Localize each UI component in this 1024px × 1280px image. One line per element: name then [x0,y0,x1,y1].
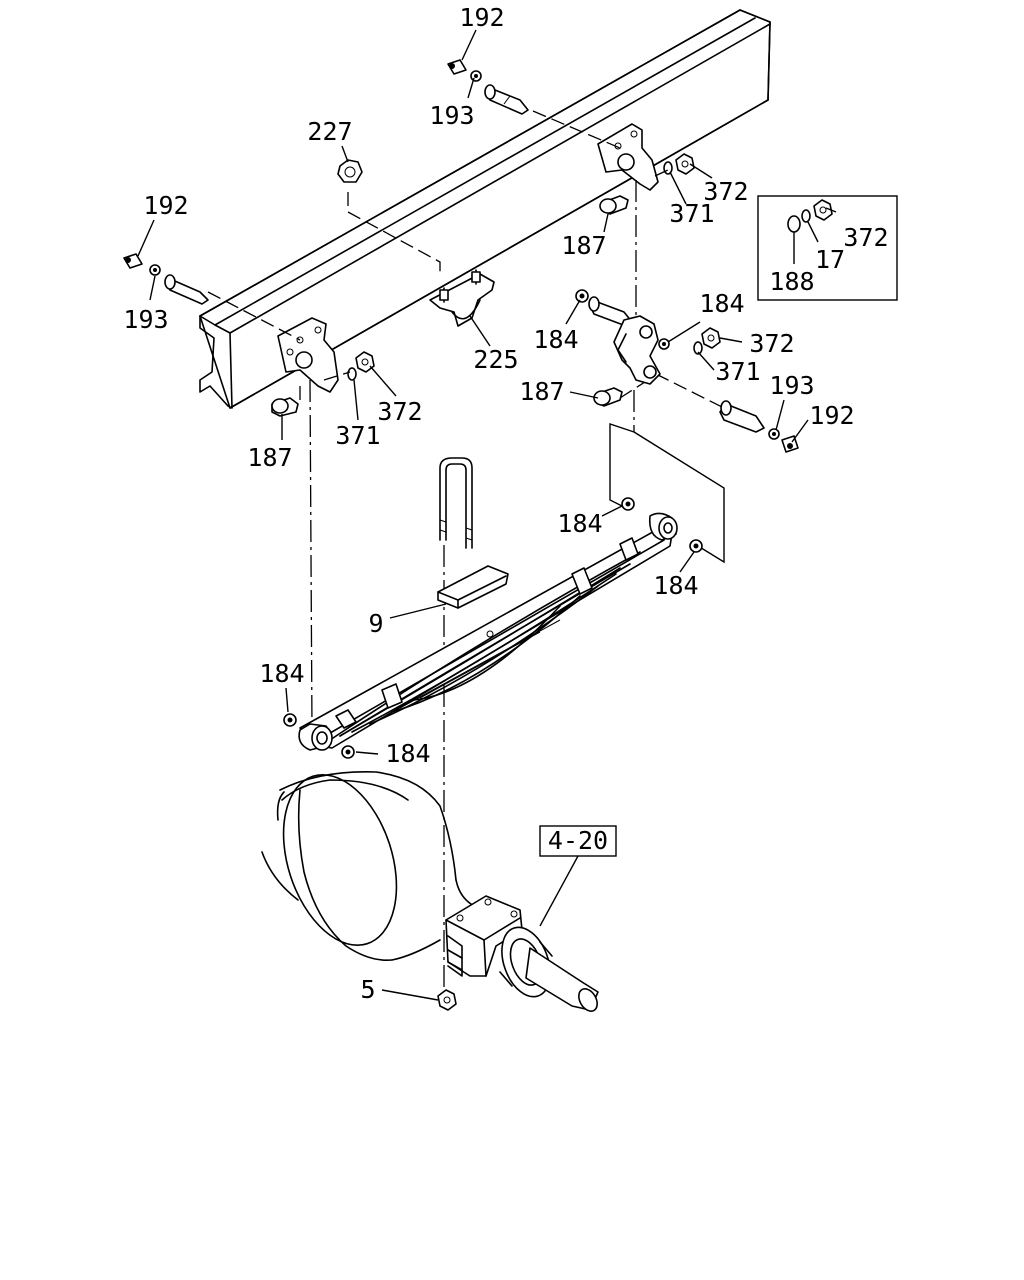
callout-184-front-b: 184 [385,739,430,768]
callout-371-shackle: 371 [715,357,760,386]
shackle-link [613,315,661,385]
washer-184-rear-b [689,539,703,553]
callout-5: 5 [360,975,375,1004]
callout-227: 227 [307,117,352,146]
washer-193-right [768,428,780,440]
washer-184-front-b [341,745,355,759]
front-spring-hanger-bracket [277,317,339,393]
callout-193-top: 193 [429,101,474,130]
inset-callout-17: 17 [815,245,845,274]
washer-184-shackle [658,338,670,350]
grease-nipple-192-left [123,253,143,269]
washer-193-left [149,264,161,276]
callout-193-right: 193 [769,371,814,400]
leaf-spring [298,512,678,751]
inset-callout-372: 372 [843,223,888,252]
rear-shackle-guide [609,423,725,564]
nut-227 [337,159,363,183]
inset-detail [757,195,898,301]
bolt-187-top [599,195,629,215]
section-reference-label: 4-20 [548,826,608,855]
upper-spring-pin [484,84,529,115]
axle-and-tire [261,771,599,1012]
callout-192-right: 192 [809,401,854,430]
callout-372-left: 372 [377,397,422,426]
washer-184-rear-a [621,497,635,511]
washer-193-top [470,70,482,82]
bolt-187-shackle [593,387,623,407]
grease-nipple-192-right [781,435,799,453]
callout-372-shackle: 372 [749,329,794,358]
spring-washer-371-top [663,161,673,175]
callout-187-top: 187 [561,231,606,260]
nut-5 [437,989,457,1011]
callout-187-left: 187 [247,443,292,472]
callout-184-shackle: 184 [699,289,744,318]
front-spring-pin [164,274,209,305]
callout-9: 9 [368,609,383,638]
nut-372-shackle [701,327,721,349]
callout-labels: 192 193 227 372 371 187 192 193 225 184 … [123,3,854,1004]
callout-184-rear-a: 184 [557,509,602,538]
u-bolt [439,457,473,549]
spring-washer-371-shackle [693,341,703,355]
lower-shackle-pin [719,400,765,433]
section-reference-box[interactable]: 4-20 [539,825,617,857]
spring-seat-9 [437,565,509,609]
grease-nipple-192-top [447,59,467,75]
callout-192-left: 192 [143,191,188,220]
callout-371-top: 371 [669,199,714,228]
callout-193-left: 193 [123,305,168,334]
bolt-187-left [271,397,299,417]
callout-184-front-a: 184 [259,659,304,688]
callout-225: 225 [473,345,518,374]
inset-labels: 372 17 188 [769,223,888,296]
washer-184-front-a [283,713,297,727]
washer-184-pin [575,289,589,303]
bump-stopper-225 [429,269,495,327]
spring-washer-371-left [347,367,357,381]
leader-lines [137,29,837,1001]
callout-372-top: 372 [703,177,748,206]
assembly-lines [207,110,725,996]
callout-184-rear-b: 184 [653,571,698,600]
rear-spring-hanger-bracket [597,123,659,191]
callout-371-left: 371 [335,421,380,450]
callout-184-pin: 184 [533,325,578,354]
nut-372-left [355,351,375,373]
callout-187-shackle: 187 [519,377,564,406]
nut-372-top [675,153,695,175]
callout-192-top: 192 [459,3,504,32]
inset-callout-188: 188 [769,267,814,296]
